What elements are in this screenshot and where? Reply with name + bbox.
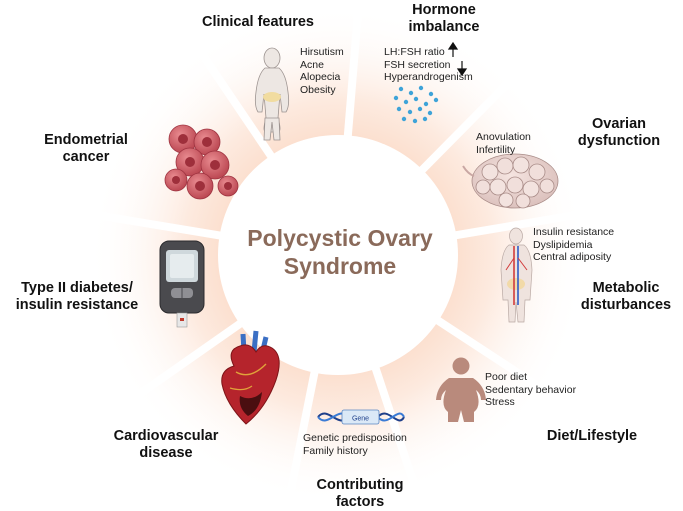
obese-person-icon	[436, 357, 486, 422]
heart-icon	[221, 330, 280, 425]
metabolic-disturbances-details: Insulin resistance Dyslipidemia Central …	[533, 226, 615, 263]
center-circle	[218, 135, 458, 375]
body-vasculature-icon	[500, 227, 533, 323]
diet-lifestyle-label: Diet/Lifestyle	[546, 428, 638, 444]
hormone-molecules-icon	[393, 85, 439, 124]
cancer-cells-icon	[164, 124, 239, 200]
female-body-icon	[254, 47, 290, 141]
arrow-down-icon	[456, 61, 468, 77]
dna-gene-icon	[317, 409, 405, 425]
diet-lifestyle-details: Poor diet Sedentary behavior Stress	[485, 371, 577, 408]
clinical-features-label: Clinical features	[201, 14, 314, 30]
ovarian-dysfunction-details: Anovulation Infertility	[476, 131, 531, 156]
arrow-up-icon	[447, 41, 459, 57]
center-title-line-2: Syndrome	[283, 253, 397, 279]
hormone-imbalance-label: Hormone imbalance	[408, 2, 480, 35]
metabolic-disturbances-label: Metabolic disturbances	[580, 280, 672, 313]
center-title-line-1: Polycystic Ovary	[247, 225, 433, 251]
polycystic-ovary-icon	[462, 153, 559, 209]
contributing-factors-label: Contributing factors	[316, 477, 404, 510]
type2-diabetes-label: Type II diabetes/ insulin resistance	[15, 280, 139, 313]
clinical-features-details: Hirsutism Acne Alopecia Obesity	[300, 46, 344, 96]
ovarian-dysfunction-label: Ovarian dysfunction	[577, 116, 661, 149]
hormone-imbalance-details: LH:FSH ratio FSH secretion Hyperandrogen…	[384, 46, 473, 83]
gene-label: Gene	[352, 416, 369, 423]
center-title: Polycystic Ovary Syndrome	[225, 224, 455, 280]
contributing-factors-details: Genetic predisposition Family history	[303, 432, 407, 457]
glucometer-icon	[159, 240, 205, 328]
endometrial-cancer-label: Endometrial cancer	[44, 132, 128, 165]
cardiovascular-disease-label: Cardiovascular disease	[113, 428, 219, 461]
